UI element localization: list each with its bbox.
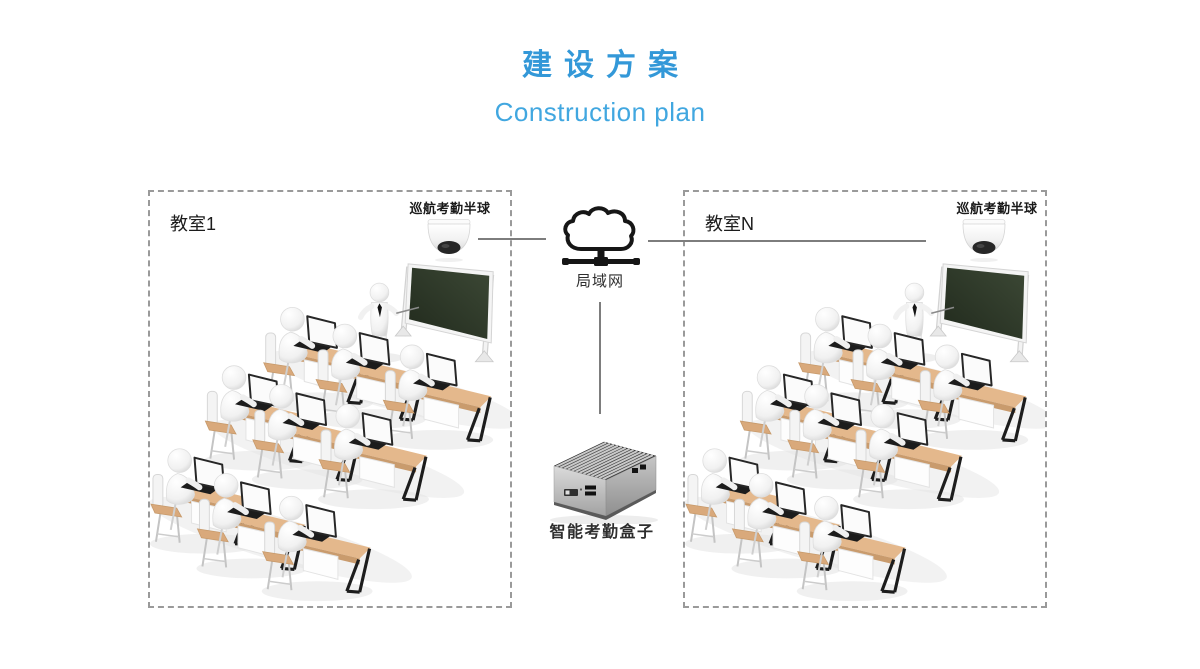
attendance-box-label: 智能考勤盒子 (549, 524, 655, 541)
classroom-1-panel: 教室1 巡航考勤半球 (148, 190, 512, 608)
connector-lan-box (599, 302, 601, 414)
page-title: 建设方案 (522, 49, 690, 82)
classroom-scene-illustration (150, 250, 510, 606)
lan-cloud-icon (560, 206, 642, 268)
classroom-n-panel: 教室N 巡航考勤半球 (683, 190, 1047, 608)
classroom-n-camera-label: 巡航考勤半球 (956, 201, 1038, 216)
classroom-scene-illustration (685, 250, 1045, 606)
classroom-1-label: 教室1 (170, 214, 217, 234)
classroom-n-label: 教室N (705, 214, 754, 234)
connector-lan-cameraN (648, 240, 926, 242)
classroom-1-camera-label: 巡航考勤半球 (409, 201, 491, 216)
header: 建设方案 Construction plan (0, 0, 1200, 128)
lan-label: 局域网 (575, 273, 624, 290)
attendance-box-icon (549, 441, 659, 524)
page-subtitle: Construction plan (494, 97, 706, 127)
connector-camera1-lan (478, 238, 546, 240)
